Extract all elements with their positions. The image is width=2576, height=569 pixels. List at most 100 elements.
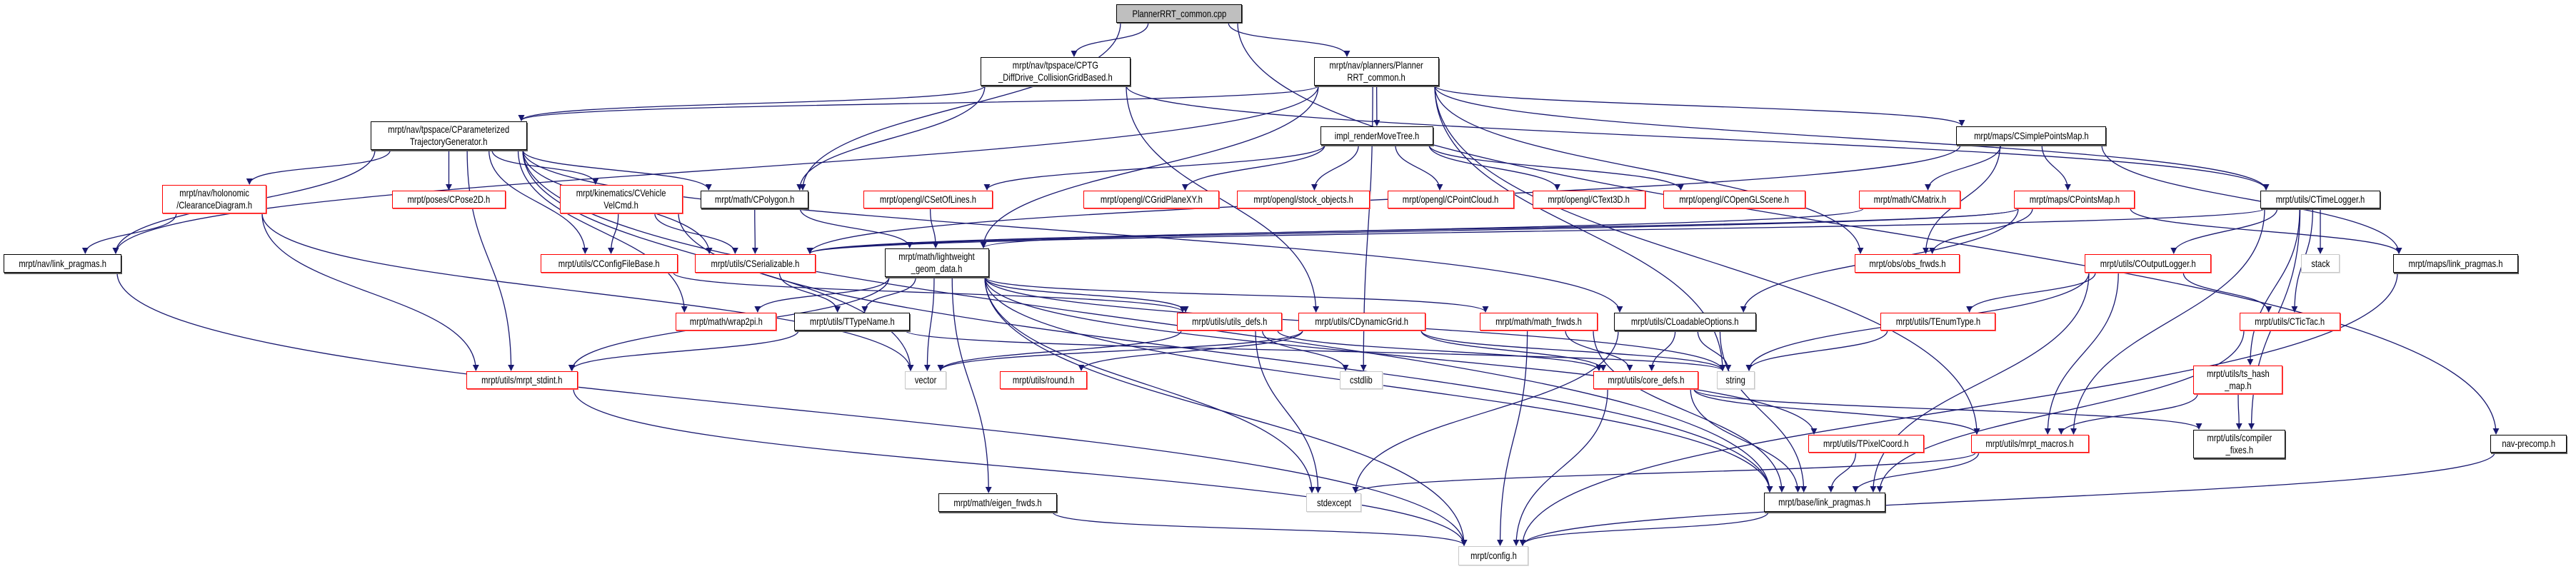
node-cpolygon[interactable]: mrpt/math/CPolygon.h bbox=[701, 191, 808, 208]
node-eigenfrwds[interactable]: mrpt/math/eigen_frwds.h bbox=[938, 493, 1057, 512]
edge-macros-to-base_lp bbox=[1852, 452, 1980, 493]
edge-impl_rmt-to-copenglscene bbox=[1428, 144, 1684, 191]
node-label: mrpt/utils/utils_defs.h bbox=[1191, 316, 1268, 327]
node-label: mrpt/opengl/COpenGLScene.h bbox=[1679, 193, 1790, 205]
node-cpp[interactable]: PlannerRRT_common.cpp bbox=[1116, 4, 1242, 23]
node-ttypename[interactable]: mrpt/utils/TTypeName.h bbox=[794, 313, 910, 331]
node-macros[interactable]: mrpt/utils/mrpt_macros.h bbox=[1971, 435, 2089, 453]
node-csimplepm[interactable]: mrpt/maps/CSimplePointsMap.h bbox=[1956, 126, 2106, 145]
node-nav_lp[interactable]: mrpt/nav/link_pragmas.h bbox=[4, 254, 121, 273]
node-label: mrpt/poses/CPose2D.h bbox=[407, 193, 491, 205]
edge-ctictac-to-base_lp bbox=[1876, 330, 2245, 493]
edge-cptg_dd-to-ctimelogger bbox=[1126, 85, 2270, 191]
node-ctext3d[interactable]: mrpt/opengl/CText3D.h bbox=[1533, 191, 1645, 208]
edge-nav_lp-to-config bbox=[116, 272, 1468, 546]
edge-ctimelogger-to-coutlog bbox=[2170, 208, 2278, 254]
edge-csimplepm-to-cserial bbox=[806, 144, 1961, 254]
node-utilsdefs[interactable]: mrpt/utils/utils_defs.h bbox=[1177, 313, 1282, 331]
node-label: mrpt/opengl/CGridPlaneXY.h bbox=[1100, 193, 1203, 205]
node-stack: stack bbox=[2301, 254, 2340, 273]
node-lwgeom[interactable]: mrpt/math/lightweight _geom_data.h bbox=[885, 248, 989, 277]
edge-rrt_h-to-ctimelogger bbox=[1434, 85, 2270, 191]
node-cmatrix[interactable]: mrpt/math/CMatrix.h bbox=[1859, 191, 1960, 208]
edge-csimplepm-to-maps_lp bbox=[2101, 144, 2402, 254]
node-tenum[interactable]: mrpt/utils/TEnumType.h bbox=[1880, 313, 1995, 331]
node-coredefs[interactable]: mrpt/utils/core_defs.h bbox=[1593, 371, 1698, 389]
node-label: mrpt/base/link_pragmas.h bbox=[1778, 496, 1871, 508]
node-cptg_dd[interactable]: mrpt/nav/tpspace/CPTG _DiffDrive_Collisi… bbox=[981, 57, 1131, 86]
node-tpixel[interactable]: mrpt/utils/TPixelCoord.h bbox=[1808, 435, 1924, 453]
node-label: mrpt/utils/mrpt_macros.h bbox=[1985, 438, 2075, 449]
edge-cpp-to-rrt_h bbox=[1228, 22, 1350, 57]
edge-cloadable-to-coredefs bbox=[1648, 330, 1676, 371]
node-maps_lp[interactable]: mrpt/maps/link_pragmas.h bbox=[2393, 254, 2518, 273]
edge-tpg-to-base_lp bbox=[522, 149, 1773, 493]
edge-cvehicle-to-cserial bbox=[654, 213, 738, 254]
node-label: mrpt/nav/link_pragmas.h bbox=[19, 257, 106, 269]
node-cstdlib: cstdlib bbox=[1340, 371, 1383, 389]
edge-tshash-to-macros bbox=[2058, 393, 2198, 435]
node-obsfrwds[interactable]: mrpt/obs/obs_frwds.h bbox=[1855, 254, 1960, 273]
node-label: mrpt/maps/link_pragmas.h bbox=[2408, 257, 2503, 269]
node-copenglscene[interactable]: mrpt/opengl/COpenGLScene.h bbox=[1663, 191, 1805, 208]
node-label: mrpt/opengl/CSetOfLines.h bbox=[879, 193, 977, 205]
node-round[interactable]: mrpt/utils/round.h bbox=[1000, 371, 1087, 389]
edge-utilsdefs-to-vector bbox=[937, 330, 1182, 371]
node-label: mrpt/utils/CSerializable.h bbox=[711, 257, 800, 269]
edge-coutlog-to-macros bbox=[2044, 272, 2119, 435]
edge-impl_rmt-to-csetoflines bbox=[983, 144, 1325, 191]
node-cgridplane[interactable]: mrpt/opengl/CGridPlaneXY.h bbox=[1083, 191, 1219, 208]
node-cvehicle[interactable]: mrpt/kinematics/CVehicle VelCmd.h bbox=[560, 185, 683, 213]
edge-impl_rmt-to-cpointcloud bbox=[1395, 144, 1443, 191]
edge-rrt_h-to-nav_lp bbox=[112, 85, 1319, 254]
edge-cloadable-to-base_lp bbox=[1719, 330, 1808, 493]
node-tshash[interactable]: mrpt/utils/ts_hash _map.h bbox=[2193, 366, 2282, 394]
node-label: mrpt/utils/round.h bbox=[1012, 374, 1075, 386]
edge-lwgeom-to-utilsdefs bbox=[984, 276, 1189, 313]
node-cdyngrid[interactable]: mrpt/utils/CDynamicGrid.h bbox=[1298, 313, 1425, 331]
node-ctictac[interactable]: mrpt/utils/CTicTac.h bbox=[2240, 313, 2340, 331]
edge-cptg_dd-to-tpg bbox=[518, 85, 986, 121]
node-stdint[interactable]: mrpt/utils/mrpt_stdint.h bbox=[466, 371, 578, 389]
node-cserial[interactable]: mrpt/utils/CSerializable.h bbox=[695, 254, 816, 273]
edge-cdyngrid-to-coredefs bbox=[1420, 330, 1607, 371]
node-cpointsmap[interactable]: mrpt/maps/CPointsMap.h bbox=[2014, 191, 2135, 208]
node-tpg[interactable]: mrpt/nav/tpspace/CParameterized Trajecto… bbox=[371, 121, 527, 150]
node-cpointcloud[interactable]: mrpt/opengl/CPointCloud.h bbox=[1388, 191, 1514, 208]
edge-utilsdefs-to-coredefs bbox=[1277, 330, 1603, 371]
edge-tpg-to-cpolygon bbox=[522, 149, 712, 191]
edge-ctimelogger-to-macros bbox=[2070, 208, 2265, 435]
node-label: mrpt/utils/CLoadableOptions.h bbox=[1631, 316, 1739, 327]
node-ctimelogger[interactable]: mrpt/utils/CTimeLogger.h bbox=[2260, 191, 2380, 208]
edge-lwgeom-to-stdexcept bbox=[984, 276, 1315, 493]
edge-navprecomp-to-config bbox=[1519, 452, 2495, 546]
node-stockobj[interactable]: mrpt/opengl/stock_objects.h bbox=[1237, 191, 1370, 208]
edge-ctimelogger-to-cserial bbox=[806, 208, 2265, 254]
edge-eigenfrwds-to-config bbox=[1052, 511, 1468, 546]
edge-cloadable-to-stdexcept bbox=[1352, 330, 1619, 493]
node-stdexcept: stdexcept bbox=[1306, 493, 1361, 512]
node-clearance[interactable]: mrpt/nav/holonomic /ClearanceDiagram.h bbox=[162, 185, 266, 213]
node-csetoflines[interactable]: mrpt/opengl/CSetOfLines.h bbox=[863, 191, 993, 208]
edge-cptg_dd-to-cpolygon bbox=[796, 85, 986, 191]
node-cconfig[interactable]: mrpt/utils/CConfigFileBase.h bbox=[541, 254, 678, 273]
node-label: mrpt/math/lightweight _geom_data.h bbox=[898, 251, 976, 274]
node-coutlog[interactable]: mrpt/utils/COutputLogger.h bbox=[2085, 254, 2211, 273]
node-label: mrpt/utils/compiler _fixes.h bbox=[2207, 432, 2272, 455]
node-wrap2pi[interactable]: mrpt/math/wrap2pi.h bbox=[676, 313, 776, 331]
edge-coredefs-to-compfix bbox=[1693, 388, 2202, 430]
edge-maps_lp-to-config bbox=[1519, 272, 2398, 546]
node-cpose2d[interactable]: mrpt/poses/CPose2D.h bbox=[392, 191, 506, 208]
edge-cdyngrid-to-string bbox=[1420, 330, 1726, 371]
node-cloadable[interactable]: mrpt/utils/CLoadableOptions.h bbox=[1614, 313, 1756, 331]
node-base_lp[interactable]: mrpt/base/link_pragmas.h bbox=[1764, 493, 1885, 512]
node-label: mrpt/math/eigen_frwds.h bbox=[953, 496, 1042, 508]
node-mathfrwds[interactable]: mrpt/math/math_frwds.h bbox=[1480, 313, 1598, 331]
edge-coutlog-to-tenum bbox=[1966, 272, 2096, 313]
node-compfix[interactable]: mrpt/utils/compiler _fixes.h bbox=[2193, 430, 2285, 458]
node-rrt_h[interactable]: mrpt/nav/planners/Planner RRT_common.h bbox=[1314, 57, 1439, 86]
node-label: mrpt/maps/CPointsMap.h bbox=[2029, 193, 2120, 205]
node-impl_rmt[interactable]: impl_renderMoveTree.h bbox=[1320, 126, 1433, 145]
node-navprecomp[interactable]: nav-precomp.h bbox=[2490, 435, 2567, 453]
